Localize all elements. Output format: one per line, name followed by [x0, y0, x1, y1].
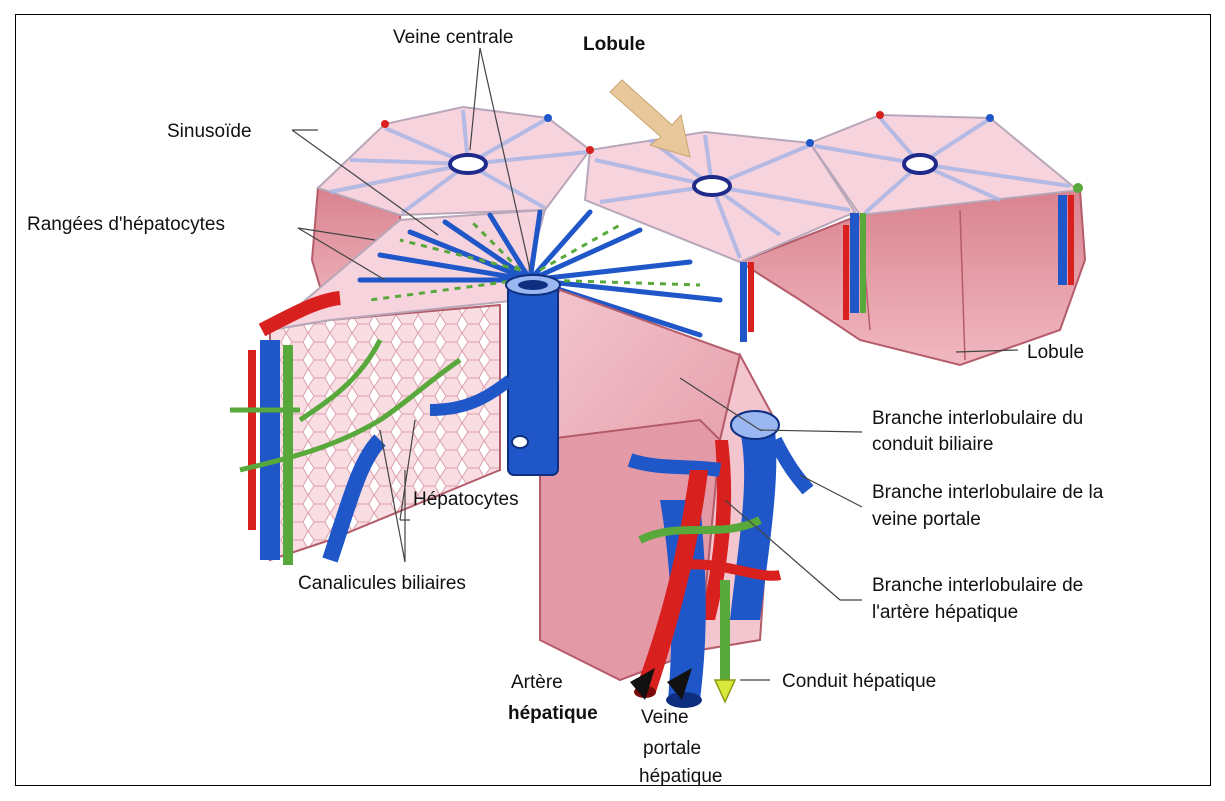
- label-artere-1: Artère: [511, 671, 563, 695]
- label-branche-artere-2: l'artère hépatique: [872, 601, 1018, 625]
- label-hepatocytes: Hépatocytes: [413, 488, 519, 512]
- label-branche-conduit-2: conduit biliaire: [872, 433, 993, 457]
- label-branche-veine-2: veine portale: [872, 508, 981, 532]
- central-vein-left: [450, 155, 486, 173]
- label-rangees-hepatocytes: Rangées d'hépatocytes: [27, 213, 225, 237]
- conduit-arrow: [715, 680, 735, 702]
- label-sinusoide: Sinusoïde: [167, 120, 252, 144]
- label-conduit-hepatique: Conduit hépatique: [782, 670, 936, 694]
- label-canalicules: Canalicules biliaires: [298, 572, 466, 596]
- label-veine-portale-3: hépatique: [639, 765, 722, 789]
- central-vein-right: [904, 155, 936, 173]
- label-veine-portale-1: Veine: [641, 706, 689, 730]
- label-branche-conduit-1: Branche interlobulaire du: [872, 407, 1083, 431]
- label-veine-portale-2: portale: [643, 737, 701, 761]
- label-branche-veine-1: Branche interlobulaire de la: [872, 481, 1103, 505]
- label-branche-artere-1: Branche interlobulaire de: [872, 574, 1083, 598]
- label-artere-2: hépatique: [508, 702, 598, 726]
- label-lobule-top: Lobule: [583, 33, 645, 57]
- label-lobule-right: Lobule: [1027, 341, 1084, 365]
- central-vein-middle: [694, 177, 730, 195]
- left-cut-front: [270, 305, 500, 560]
- label-veine-centrale: Veine centrale: [393, 26, 513, 50]
